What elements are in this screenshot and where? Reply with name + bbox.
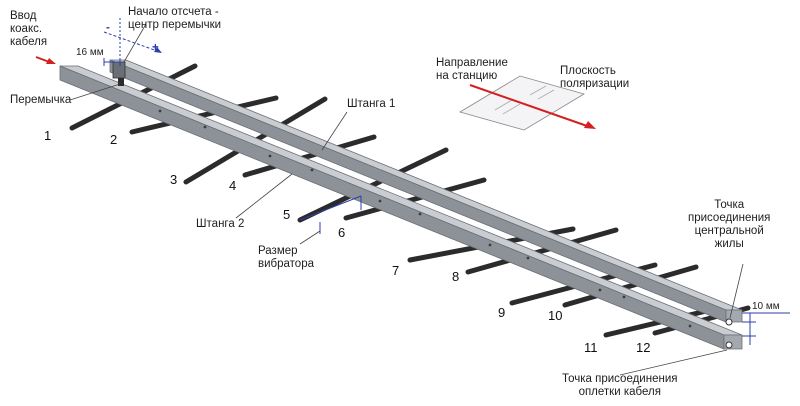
rod-2 — [129, 95, 279, 135]
rod-5 — [297, 147, 449, 223]
label-braid-point: Точка присоединения оплетки кабеля — [562, 373, 678, 398]
label-axis-minus: - — [106, 22, 110, 34]
label-boom-1: Штанга 1 — [347, 98, 396, 110]
label-boom-2: Штанга 2 — [196, 218, 245, 230]
label-dim-16: 16 мм — [76, 47, 104, 58]
label-coax-input: Ввод коакс. кабеля — [10, 10, 48, 48]
center-conductor-point — [725, 318, 733, 326]
element-number-2: 2 — [110, 132, 118, 147]
boom-1 — [109, 59, 743, 323]
rod-8 — [465, 227, 619, 275]
element-number-8: 8 — [452, 269, 460, 284]
origin-axis — [103, 18, 162, 62]
element-number-1: 1 — [44, 128, 52, 143]
direction-arrow — [469, 84, 596, 129]
label-direction: Направление на станцию — [436, 57, 508, 82]
element-number-12: 12 — [636, 340, 651, 355]
braid-point — [725, 341, 733, 349]
rod-4 — [242, 134, 377, 178]
element-number-9: 9 — [498, 305, 506, 320]
element-number-7: 7 — [392, 263, 400, 278]
vibrator-size-dim — [299, 195, 362, 234]
element-number-5: 5 — [283, 207, 291, 222]
element-number-3: 3 — [170, 172, 178, 187]
element-number-4: 4 — [229, 178, 237, 193]
rod-10 — [562, 264, 699, 308]
boom-2 — [59, 65, 743, 350]
rod-6 — [343, 177, 487, 221]
label-vibrator-size: Размер вибратора — [258, 245, 314, 270]
label-axis-plus: + — [152, 42, 159, 54]
element-number-10: 10 — [548, 308, 563, 323]
label-dim-10: 10 мм — [752, 301, 780, 312]
boom-holes — [158, 109, 692, 328]
label-origin: Начало отсчета - центр перемычки — [128, 6, 222, 31]
label-center-conductor: Точка присоединения центральной жилы — [688, 199, 771, 250]
leader-lines — [69, 23, 744, 376]
label-jumper: Перемычка — [10, 94, 72, 106]
coax-input-arrow — [35, 56, 56, 64]
label-polarization: Плоскость поляризации — [560, 65, 630, 90]
element-number-11: 11 — [584, 340, 598, 355]
dim-10-lines — [742, 312, 790, 345]
element-number-6: 6 — [338, 225, 346, 240]
connection-points — [725, 318, 733, 349]
dim-16-lines — [103, 58, 121, 66]
